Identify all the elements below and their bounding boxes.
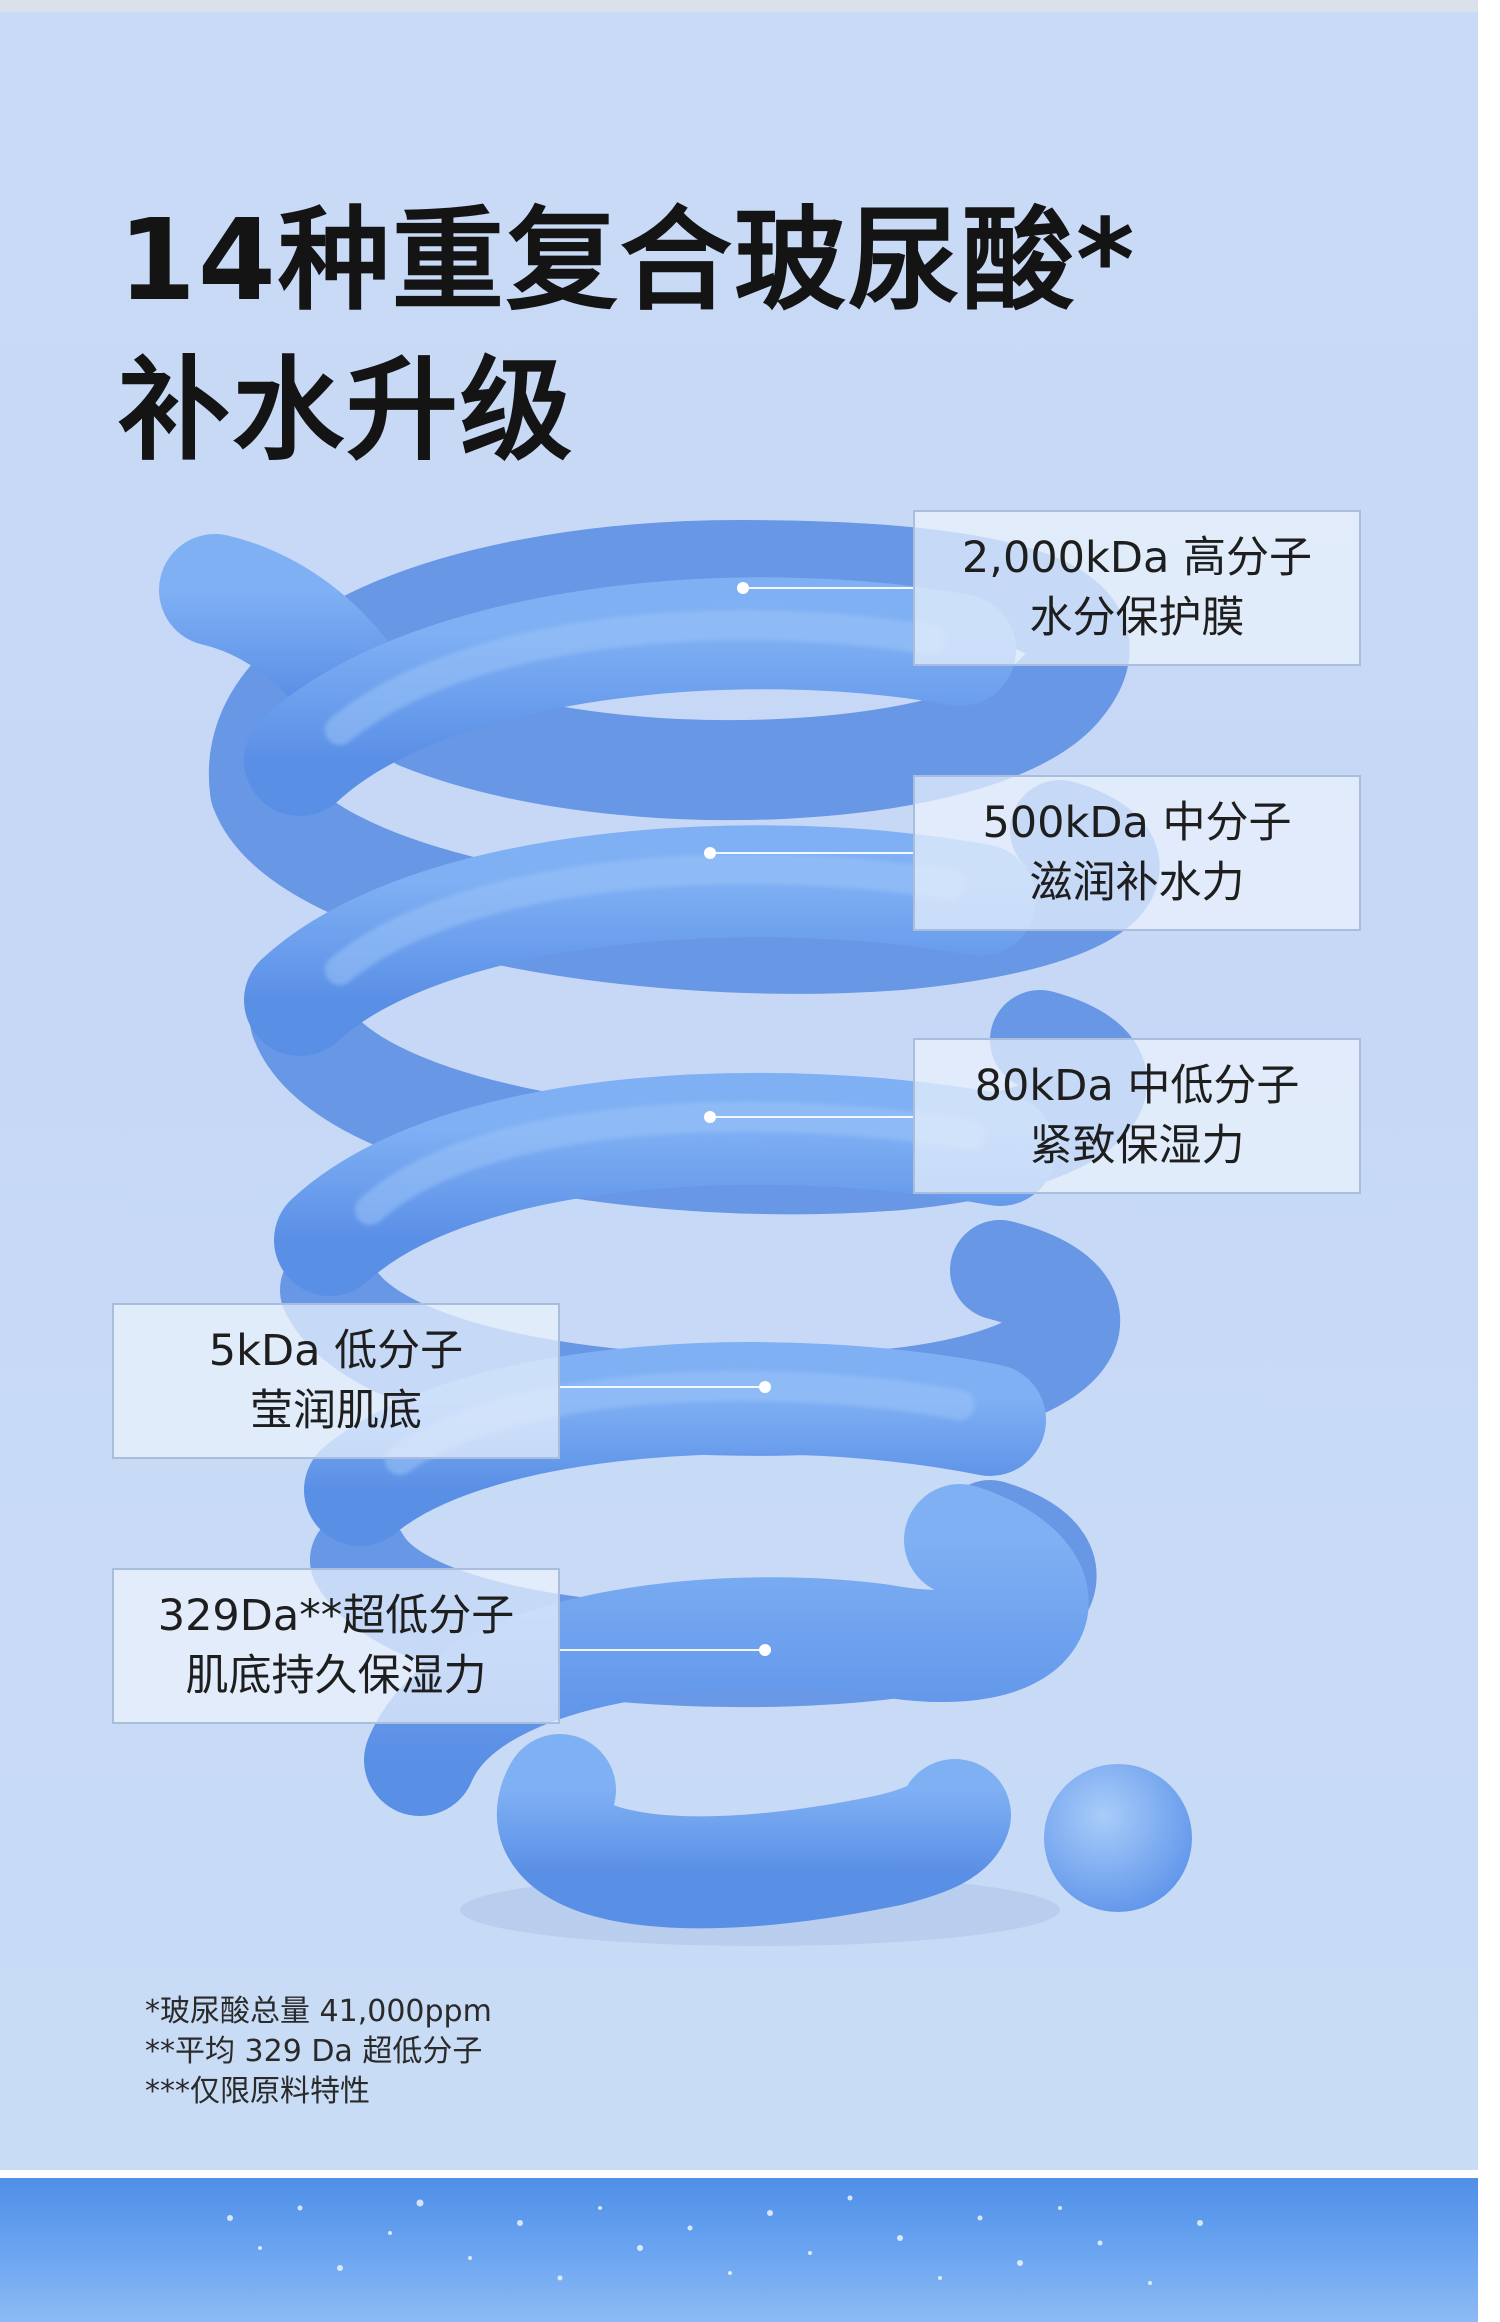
callout-subtitle: 肌底持久保湿力 [185,1651,487,1701]
spiral-highlights [325,610,985,1475]
callout-medium-low-molecular: 80kDa 中低分子 紧致保湿力 [913,1038,1361,1194]
callout-title: 5kDa 低分子 [208,1326,464,1376]
callout-subtitle: 水分保护膜 [1029,593,1245,643]
callout-high-molecular: 2,000kDa 高分子 水分保护膜 [913,510,1361,666]
callout-subtitle: 莹润肌底 [250,1386,422,1436]
callout-subtitle: 紧致保湿力 [1029,1121,1245,1171]
callout-medium-molecular: 500kDa 中分子 滋润补水力 [913,775,1361,931]
callout-dots [704,582,771,1656]
callout-title: 329Da**超低分子 [157,1591,515,1641]
top-strip [0,0,1478,12]
molecule-ball [1044,1764,1192,1912]
callout-low-molecular: 5kDa 低分子 莹润肌底 [112,1303,560,1459]
callout-subtitle: 滋润补水力 [1029,858,1245,908]
callout-title: 80kDa 中低分子 [974,1061,1300,1111]
headline-line-2: 补水升级 [118,346,574,476]
footnote-average: **平均 329 Da 超低分子 [145,2034,483,2069]
callout-title: 500kDa 中分子 [982,798,1292,848]
footnote-total: *玻尿酸总量 41,000ppm [145,1994,492,2029]
right-margin [1478,0,1500,2322]
bottom-water-band [0,2178,1478,2322]
hero-panel: 14种重复合玻尿酸* 补水升级 2,000kDa 高分子 水分保护膜 500kD… [0,0,1478,2170]
callout-leader-lines [560,587,913,1651]
headline-line-1: 14种重复合玻尿酸* [118,196,1137,326]
callout-title: 2,000kDa 高分子 [961,533,1313,583]
footnote-raw-material: ***仅限原料特性 [145,2074,370,2109]
callout-ultra-low-molecular: 329Da**超低分子 肌底持久保湿力 [112,1568,560,1724]
bubbles-decoration [227,2195,1203,2285]
